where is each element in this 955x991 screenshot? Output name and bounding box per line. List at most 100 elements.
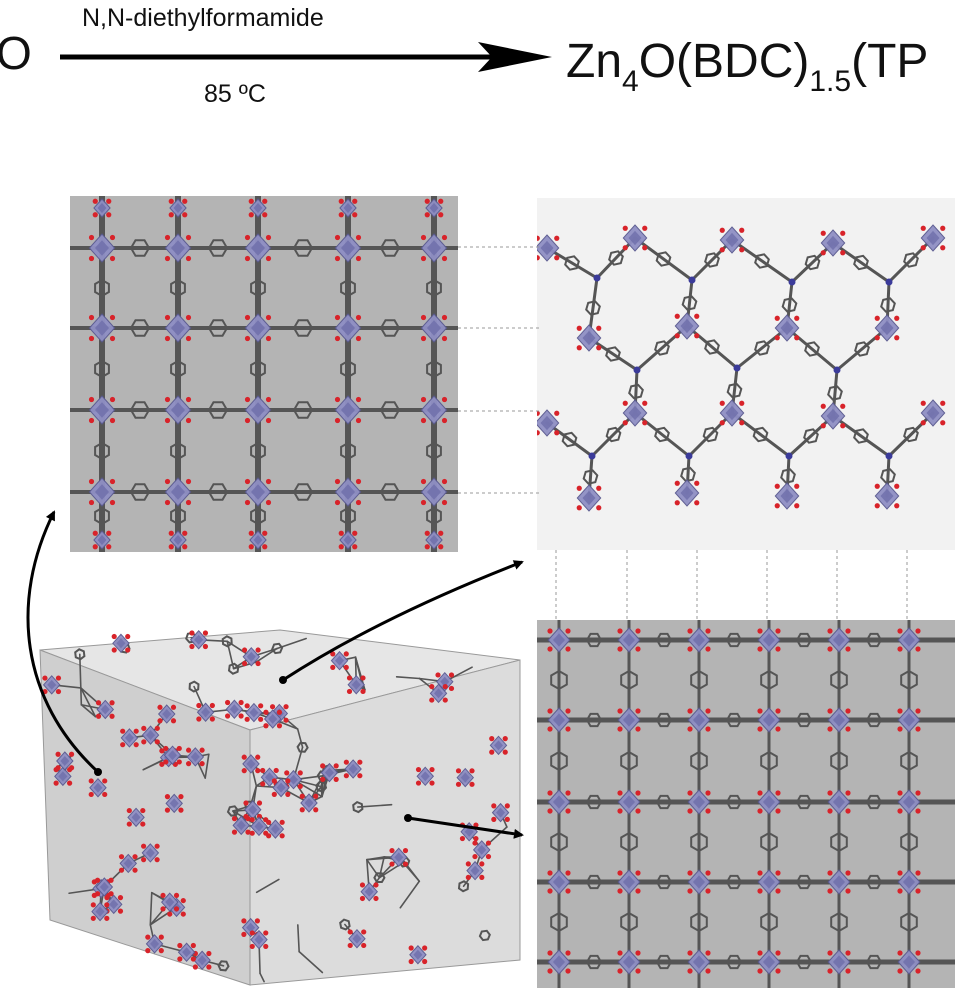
oxygen-atom (285, 791, 291, 797)
zn-cluster (334, 395, 362, 425)
zn-core (763, 955, 775, 969)
oxygen-atom (757, 646, 763, 652)
benzene-ring (795, 712, 813, 728)
oxygen-atom (109, 396, 116, 403)
oxygen-atom (209, 702, 215, 709)
zn-cluster (420, 233, 448, 263)
oxygen-atom (465, 861, 471, 867)
oxygen-atom (249, 930, 255, 936)
oxygen-atom (42, 675, 48, 681)
zn-cluster (338, 198, 358, 218)
linker-bond (590, 411, 637, 458)
oxygen-atom (361, 929, 367, 935)
zn-core (341, 320, 355, 336)
zn-core (251, 484, 265, 500)
benzene-ring (760, 669, 778, 691)
zn-cluster (617, 869, 641, 895)
oxygen-atom (185, 255, 192, 262)
oxygen-atom (276, 709, 283, 715)
oxygen-atom (422, 945, 428, 951)
zn-core (833, 875, 845, 889)
oxygen-atom (357, 773, 363, 779)
zn-cluster (92, 198, 112, 218)
oxygen-atom (775, 628, 781, 634)
oxygen-atom (185, 335, 192, 342)
oxygen-atom (126, 807, 132, 814)
oxygen-atom (775, 646, 781, 652)
zn-cluster (334, 313, 362, 343)
linker-bond (835, 326, 889, 372)
zn-cluster (177, 942, 196, 962)
zn-core (833, 955, 845, 969)
oxygen-atom (757, 726, 763, 732)
oxygen-atom (554, 410, 560, 416)
oxygen-atom (185, 314, 192, 321)
oxygen-atom (160, 892, 166, 899)
zn-cluster (617, 949, 641, 975)
zn-core (680, 485, 694, 501)
benzene-ring (170, 359, 186, 379)
benzene-ring (880, 297, 896, 313)
oxygen-atom (163, 759, 169, 765)
nitrogen-atom (788, 278, 796, 286)
oxygen-atom (642, 420, 648, 426)
zn-cluster (455, 767, 475, 788)
oxygen-atom (67, 780, 73, 786)
zn-cluster (827, 869, 851, 895)
oxygen-atom (225, 713, 231, 719)
zn-cluster (299, 793, 319, 813)
linker-bond (259, 972, 265, 983)
oxygen-atom (92, 544, 98, 550)
oxygen-atom (894, 483, 900, 489)
oxygen-atom (256, 800, 263, 806)
oxygen-atom (299, 807, 305, 813)
oxygen-atom (845, 808, 851, 814)
oxygen-atom (111, 633, 117, 640)
benzene-ring (655, 794, 673, 810)
zn-cluster (248, 530, 268, 550)
nitrogen-atom (688, 276, 696, 284)
oxygen-atom (705, 790, 711, 796)
oxygen-atom (53, 780, 59, 786)
zn-core (251, 320, 265, 336)
oxygen-atom (263, 817, 269, 823)
oxygen-atom (176, 745, 182, 752)
oxygen-atom (132, 867, 138, 873)
benzene-ring (129, 319, 151, 337)
oxygen-atom (265, 396, 272, 403)
oxygen-atom (920, 225, 926, 231)
oxygen-atom (719, 420, 725, 426)
linker-bond (356, 803, 393, 808)
zn-cluster (157, 704, 177, 724)
oxygen-atom (635, 628, 641, 634)
benzene-ring (561, 431, 578, 448)
oxygen-atom (145, 948, 151, 954)
benzene-ring (903, 252, 919, 268)
zn-core (553, 633, 565, 647)
zn-core (254, 821, 264, 832)
zn-core (123, 858, 133, 869)
zn-core (171, 402, 185, 418)
oxygen-atom (109, 499, 116, 506)
oxygen-atom (547, 950, 553, 956)
benzene-ring (585, 712, 603, 728)
benzene-ring (170, 506, 186, 526)
oxygen-atom (635, 870, 641, 876)
nitrogen-atom (733, 364, 741, 372)
zn-cluster (88, 313, 116, 343)
zn-core (763, 633, 775, 647)
zn-core (197, 955, 207, 966)
zn-core (246, 922, 256, 933)
benzene-ring (752, 426, 769, 443)
oxygen-atom (705, 646, 711, 652)
oxygen-atom (845, 646, 851, 652)
oxygen-atom (248, 198, 254, 204)
zn-cluster (145, 934, 164, 954)
oxygen-atom (352, 544, 358, 550)
benzene-ring (585, 954, 603, 970)
nitrogen-atom (685, 452, 693, 460)
oxygen-atom (757, 808, 763, 814)
oxygen-atom (705, 726, 711, 732)
oxygen-atom (694, 333, 700, 339)
oxygen-atom (185, 417, 192, 424)
